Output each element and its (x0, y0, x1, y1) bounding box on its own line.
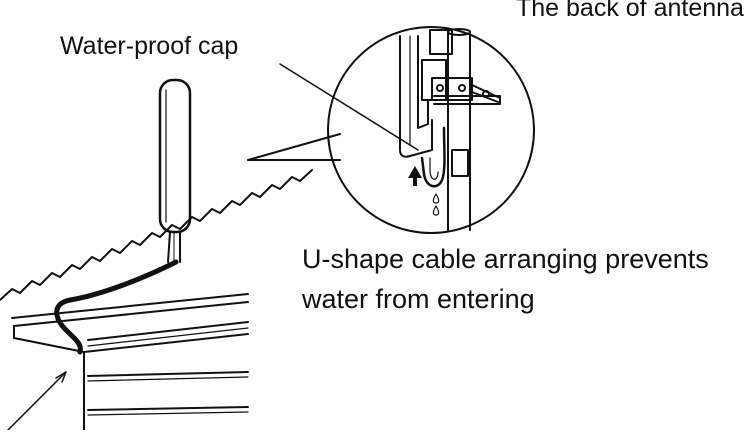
house-fascia (11, 293, 249, 431)
u-shape-caption-line1: U-shape cable arranging prevents (302, 244, 709, 274)
cable (54, 259, 179, 355)
cap-leader-line (279, 63, 419, 151)
up-arrow-icon (408, 166, 422, 186)
eave-arrow-head (55, 371, 67, 383)
back-of-antenna-label: The back of antenna (516, 0, 744, 22)
roof-edge (0, 169, 313, 301)
zoom-circle (327, 26, 535, 234)
water-proof-cap-label: Water-proof cap (60, 32, 239, 60)
antenna (158, 78, 192, 263)
eave-arrow-line (7, 371, 67, 431)
callout-wedge (247, 133, 341, 161)
zoom-detail (399, 28, 501, 231)
u-shape-caption-line2: water from entering (302, 284, 535, 314)
